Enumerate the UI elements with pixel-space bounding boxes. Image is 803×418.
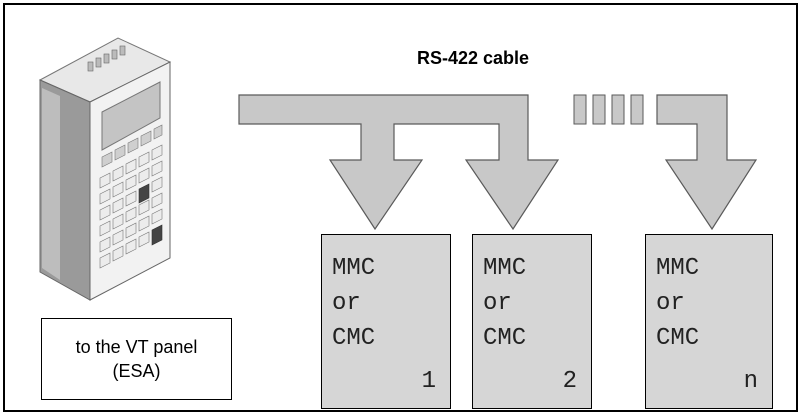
device-line: or — [332, 290, 361, 317]
device-box-1: MMC or CMC 1 — [321, 234, 451, 409]
device-box-2: MMC or CMC 2 — [472, 234, 592, 409]
cable-title: RS-422 cable — [417, 48, 530, 68]
vt-panel-label-line2: (ESA) — [112, 361, 161, 381]
device-line: MMC — [332, 255, 376, 282]
cable-continuation-dashes — [573, 94, 644, 125]
device-line: or — [656, 290, 685, 317]
device-number: 2 — [562, 368, 577, 395]
device-number: n — [743, 368, 758, 395]
vt-panel-label: to the VT panel (ESA) — [41, 318, 232, 400]
device-line: MMC — [656, 255, 700, 282]
cable-end-arrow — [656, 94, 758, 231]
cable-arrows — [238, 94, 758, 231]
device-number: 1 — [421, 368, 436, 395]
device-line: MMC — [483, 255, 527, 282]
device-line: CMC — [656, 325, 700, 352]
device-box-n: MMC or CMC n — [645, 234, 773, 409]
device-line: CMC — [483, 325, 527, 352]
device-line: or — [483, 290, 512, 317]
cable-main-arrows — [238, 94, 560, 231]
device-line: CMC — [332, 325, 376, 352]
vt-panel-label-line1: to the VT panel — [75, 337, 198, 357]
vt-panel-device — [38, 37, 172, 301]
